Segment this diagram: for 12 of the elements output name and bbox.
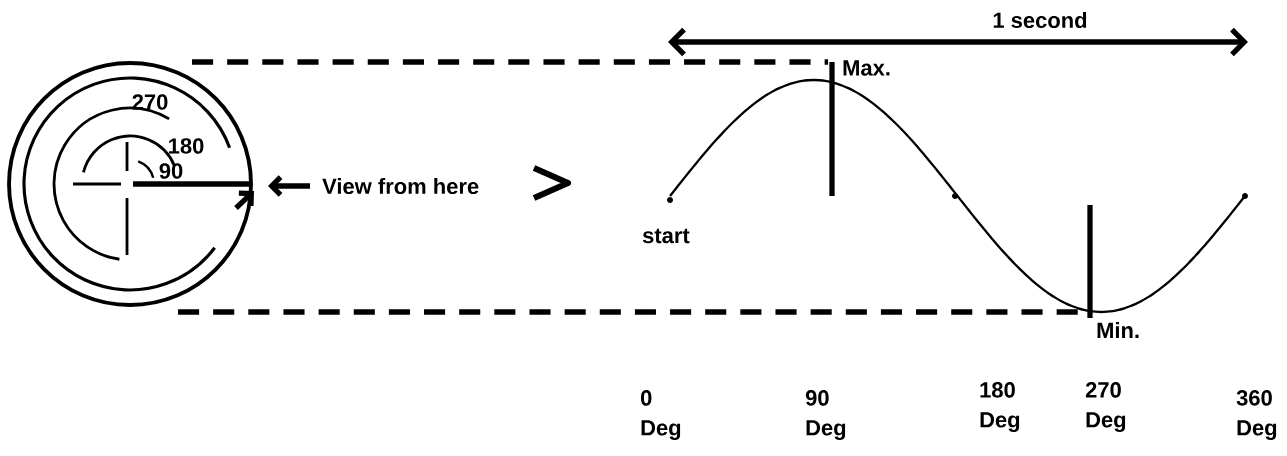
label: 360 Deg bbox=[1236, 390, 1277, 440]
label: 90 Deg bbox=[805, 390, 846, 440]
label: start bbox=[642, 228, 690, 244]
label: 180 Deg bbox=[980, 382, 1020, 432]
label: 180 bbox=[169, 138, 204, 154]
label: 90 bbox=[159, 163, 183, 179]
label: View from here bbox=[322, 177, 479, 195]
label: 270 Deg bbox=[1085, 382, 1126, 432]
label: Max. bbox=[843, 60, 890, 76]
label: Min. bbox=[1097, 322, 1139, 338]
label: 1 second bbox=[993, 11, 1087, 29]
label: 0 Deg bbox=[641, 390, 681, 440]
